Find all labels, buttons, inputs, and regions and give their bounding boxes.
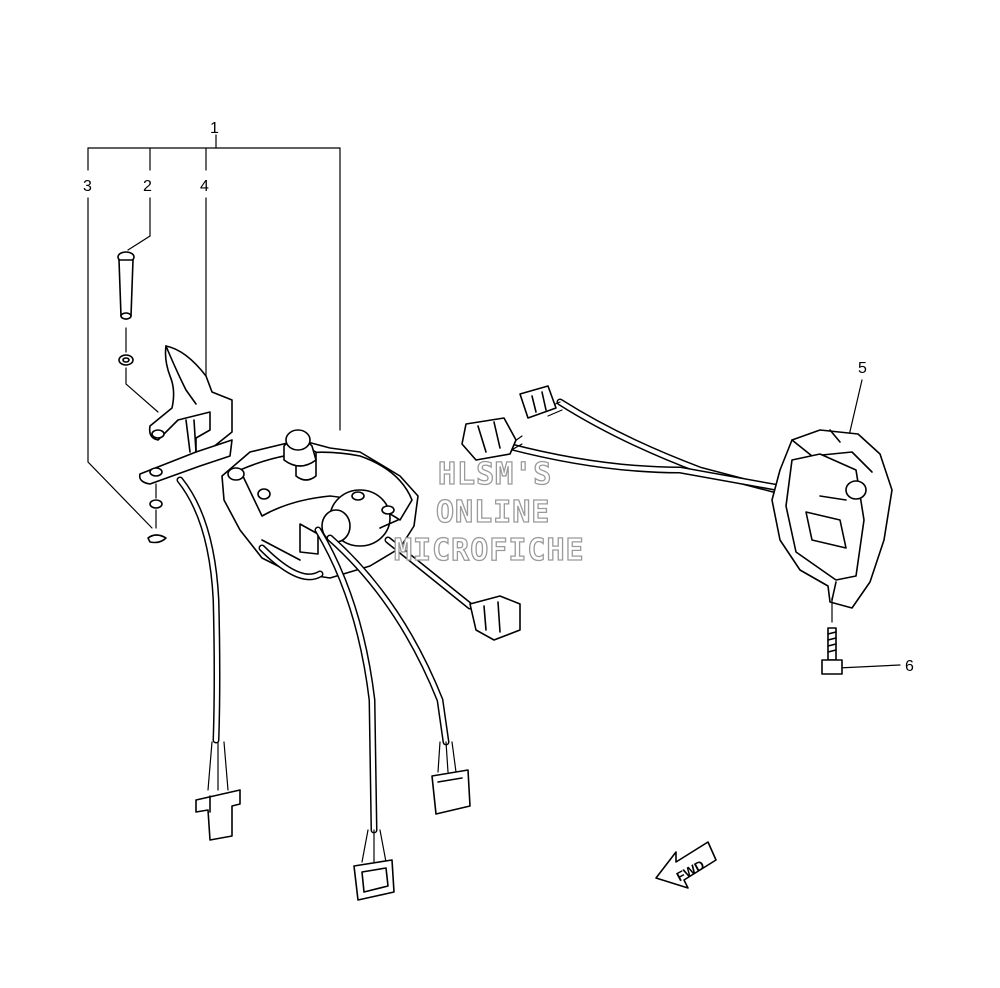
switch-assembly [221,429,419,579]
leader-lines [87,197,901,669]
washer-hole [122,357,130,363]
cables-right [504,398,784,494]
callout-3: 3 [83,178,92,195]
clip-part [147,534,167,544]
connector-6 [461,417,517,461]
right-switch-housing [771,429,893,609]
connector-4 [469,595,521,641]
connector-2 [353,859,395,901]
callout-bracket-1 [87,134,341,431]
fwd-arrow: FWD [655,841,717,889]
watermark-line-2: ONLINE [436,495,550,530]
callout-2: 2 [143,178,152,195]
watermark-line-1: HLSM'S [438,457,552,492]
screw-part [821,597,843,675]
pin-part [117,251,135,320]
lever-part [138,345,233,485]
washer-lower [149,499,163,509]
callout-5: 5 [858,360,867,377]
callout-1: 1 [210,120,219,137]
callout-6: 6 [905,658,914,675]
connector-wires [207,741,457,863]
connector-3 [431,769,471,815]
callout-4: 4 [200,178,209,195]
connector-1 [195,789,241,841]
watermark: HLSM'S ONLINE MICROFICHE [393,456,585,568]
watermark-line-3: MICROFICHE [394,533,585,568]
cables-left [176,476,474,834]
connector-5 [519,385,557,419]
